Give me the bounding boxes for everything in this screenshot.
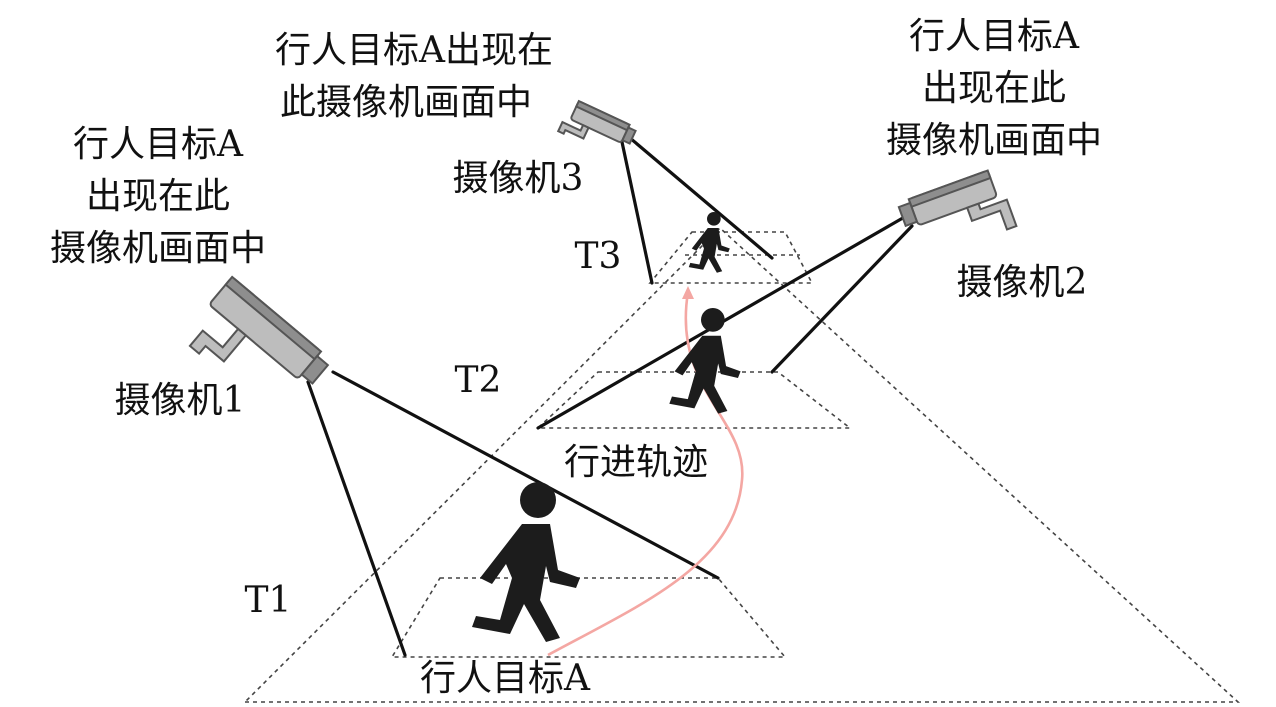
camera-icon [556, 99, 637, 145]
camera-icon [188, 275, 330, 385]
pedestrian-icon [669, 308, 741, 414]
camera-1-label: 摄像机1 [115, 380, 246, 421]
trajectory-label: 行进轨迹 [564, 442, 708, 483]
cam3-ray-right [628, 136, 774, 260]
arrowhead-icon [682, 286, 694, 299]
time-label-t2: T2 [455, 360, 502, 401]
cam2-caption-line2: 出现在此 [922, 68, 1066, 109]
cam3-ray-left [620, 140, 654, 285]
camera-2-label: 摄像机2 [957, 262, 1088, 303]
plane-t1 [390, 577, 787, 658]
ground-outline [243, 226, 1241, 703]
cam2-ray-right [770, 224, 914, 374]
cam2-caption-line3: 摄像机画面中 [886, 120, 1102, 161]
cam1-caption-line3: 摄像机画面中 [50, 228, 266, 269]
plane-t2 [535, 371, 853, 429]
camera-icon [897, 169, 1018, 231]
time-label-t1: T1 [245, 580, 292, 621]
cam1-caption-line2: 出现在此 [86, 176, 230, 217]
cam1-caption-line1: 行人目标A [73, 124, 244, 165]
plane-t3 [648, 231, 814, 284]
cam3-caption-line2: 此摄像机画面中 [280, 82, 532, 123]
time-label-t3: T3 [575, 236, 622, 277]
pedestrian-label: 行人目标A [420, 658, 591, 699]
cam2-caption-line1: 行人目标A [909, 16, 1080, 57]
pedestrian-icon [688, 212, 730, 273]
pedestrian-icon [472, 482, 580, 642]
cam3-caption-line1: 行人目标A出现在 [275, 30, 553, 71]
cam1-ray-right [331, 370, 720, 580]
cam1-ray-left [306, 380, 407, 657]
camera-3-label: 摄像机3 [453, 158, 584, 199]
